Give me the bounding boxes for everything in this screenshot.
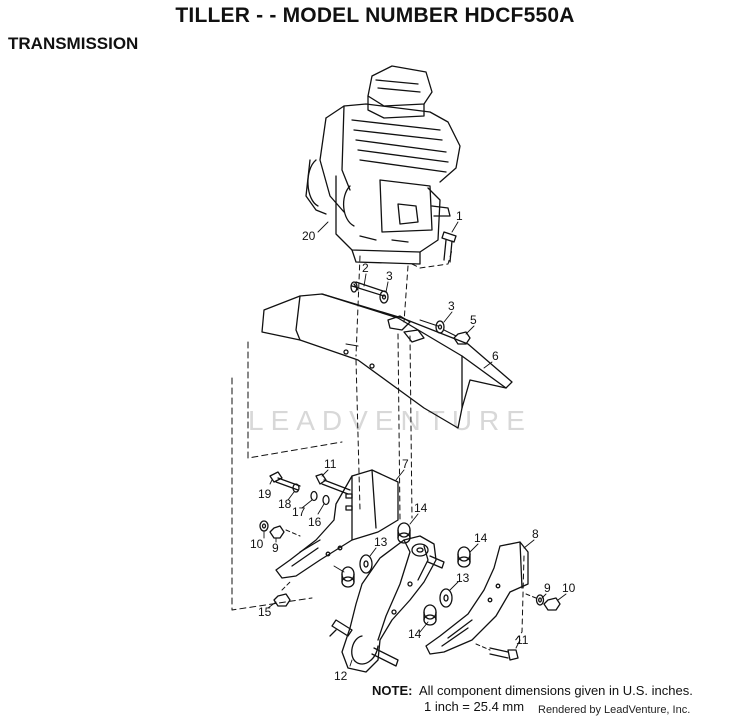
- note-label: NOTE:: [372, 683, 413, 698]
- bolt-part-1: [441, 231, 457, 263]
- transmission-part-12: [329, 535, 445, 673]
- callout-14b: 14: [474, 531, 488, 545]
- callout-20: 20: [302, 229, 316, 243]
- callout-11b: 11: [516, 633, 529, 647]
- spacer-part-14c: [423, 604, 437, 626]
- washer-part-13a: [359, 554, 373, 574]
- callout-6: 6: [492, 349, 499, 363]
- spacer-part-14d: [341, 566, 355, 588]
- callout-13a: 13: [374, 535, 388, 549]
- nut-part-9a: [269, 525, 285, 539]
- callout-10a: 10: [250, 537, 264, 551]
- callout-16: 16: [308, 515, 322, 529]
- frame-part-7: [275, 469, 399, 579]
- washer-part-16: [322, 494, 330, 506]
- callout-19: 19: [258, 487, 272, 501]
- callout-12: 12: [334, 669, 348, 683]
- bolt-part-11a: [315, 473, 351, 495]
- frame-part-8: [425, 541, 529, 655]
- callout-15: 15: [258, 605, 272, 619]
- callout-3a: 3: [386, 269, 393, 283]
- washer-part-17: [310, 490, 318, 502]
- diagram-title: TILLER - - MODEL NUMBER HDCF550A: [175, 4, 575, 27]
- washer-part-10a: [259, 520, 269, 532]
- callout-5: 5: [470, 313, 477, 327]
- callout-18: 18: [278, 497, 292, 511]
- rendered-by-footer: Rendered by LeadVenture, Inc.: [538, 704, 691, 716]
- callout-13b: 13: [456, 571, 470, 585]
- note-line-1: All component dimensions given in U.S. i…: [418, 683, 693, 698]
- callout-1: 1: [456, 209, 463, 223]
- nut-part-15: [273, 593, 291, 607]
- washer-part-3a: [379, 290, 389, 304]
- callout-9b: 9: [544, 581, 551, 595]
- section-title: TRANSMISSION: [8, 34, 139, 53]
- callout-10b: 10: [562, 581, 576, 595]
- callout-14a: 14: [414, 501, 428, 515]
- bolt-part-11b: [475, 643, 519, 661]
- shield-part-6: [261, 293, 513, 429]
- washer-part-13b: [439, 588, 453, 608]
- engine-part-20: [305, 65, 461, 265]
- callout-7: 7: [402, 457, 409, 471]
- nut-part-10b: [543, 597, 561, 611]
- callout-9a: 9: [272, 541, 279, 555]
- callout-2: 2: [362, 261, 369, 275]
- bolt-part-19: [269, 471, 301, 491]
- callout-3b: 3: [448, 299, 455, 313]
- watermark-text: LEADVENTURE: [248, 405, 532, 436]
- washer-part-18: [292, 483, 300, 493]
- callout-8: 8: [532, 527, 539, 541]
- callout-17: 17: [292, 505, 306, 519]
- spacer-part-14b: [457, 546, 471, 568]
- callout-14c: 14: [408, 627, 422, 641]
- dimension-note: NOTE: All component dimensions given in …: [372, 683, 693, 715]
- washer-part-9b: [535, 594, 545, 606]
- bolt-part-2: [350, 281, 387, 297]
- note-line-2: 1 inch = 25.4 mm: [424, 699, 525, 714]
- callout-11a: 11: [324, 457, 337, 471]
